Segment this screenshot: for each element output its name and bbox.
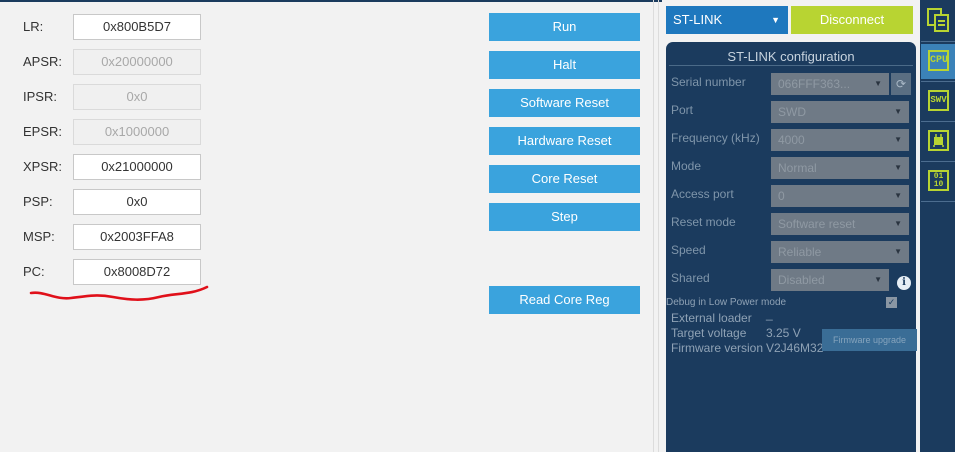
low-power-debug-label: Debug in Low Power mode — [666, 297, 787, 308]
low-power-debug-checkbox[interactable]: ✓ — [886, 297, 897, 308]
chevron-down-icon: ▼ — [894, 107, 902, 116]
target-voltage-value: 3.25 V — [766, 326, 801, 340]
register-label-psp: PSP: — [23, 194, 53, 209]
shared-value: Disabled — [778, 273, 825, 287]
mode-value: Normal — [778, 161, 817, 175]
splitter-line — [658, 0, 659, 452]
config-title-divider — [669, 65, 913, 66]
register-field-ipsr: 0x0 — [73, 84, 201, 110]
chevron-down-icon: ▼ — [874, 79, 882, 88]
register-field-epsr: 0x1000000 — [73, 119, 201, 145]
chevron-down-icon: ▼ — [894, 135, 902, 144]
hardware-reset-button[interactable]: Hardware Reset — [489, 127, 640, 155]
splitter-line — [653, 0, 654, 452]
config-label-shared: Shared — [671, 271, 710, 285]
disconnect-button[interactable]: Disconnect — [791, 6, 913, 34]
firmware-version-label: Firmware version — [671, 341, 764, 355]
speed-value: Reliable — [778, 245, 822, 259]
serial-number-value: 066FFF363... — [778, 77, 851, 91]
chevron-down-icon: ▼ — [771, 15, 780, 25]
binary-icon: 01 10 — [928, 170, 949, 191]
swv-tab-button[interactable]: SWV — [921, 84, 955, 119]
software-reset-button[interactable]: Software Reset — [489, 89, 640, 117]
register-label-lr: LR: — [23, 19, 44, 34]
refresh-icon[interactable]: ⟳ — [891, 73, 911, 95]
firmware-version-value: V2J46M32 — [766, 341, 824, 355]
access-port-select[interactable]: 0 ▼ — [771, 185, 909, 207]
config-label-access-port: Access port — [671, 187, 734, 201]
config-label-mode: Mode — [671, 159, 702, 173]
memory-view-button[interactable] — [921, 3, 955, 38]
config-label-speed: Speed — [671, 243, 706, 257]
shared-select[interactable]: Disabled ▼ — [771, 269, 889, 291]
mode-select[interactable]: Normal ▼ — [771, 157, 909, 179]
chevron-down-icon: ▼ — [894, 163, 902, 172]
external-loader-value: _ — [766, 307, 773, 321]
speed-select[interactable]: Reliable ▼ — [771, 241, 909, 263]
memory-pages-icon — [927, 8, 949, 32]
register-label-epsr: EPSR: — [23, 124, 63, 139]
register-label-apsr: APSR: — [23, 54, 63, 69]
register-label-pc: PC: — [23, 264, 45, 279]
config-label-port: Port — [671, 103, 694, 117]
register-field-apsr: 0x20000000 — [73, 49, 201, 75]
register-field-msp[interactable]: 0x2003FFA8 — [73, 224, 201, 250]
core-reset-button[interactable]: Core Reset — [489, 165, 640, 193]
cpu-icon: CPU — [928, 50, 949, 71]
reset-mode-select[interactable]: Software reset ▼ — [771, 213, 909, 235]
config-label-frequency: Frequency (kHz) — [671, 131, 760, 145]
swv-icon: SWV — [928, 90, 949, 111]
binary-tab-button[interactable]: 01 10 — [921, 164, 955, 199]
sidebar-divider — [921, 161, 955, 162]
register-field-xpsr[interactable]: 0x21000000 — [73, 154, 201, 180]
security-tab-button[interactable] — [921, 124, 955, 159]
port-select[interactable]: SWD ▼ — [771, 101, 909, 123]
sidebar-divider — [921, 81, 955, 82]
config-label-serial-number: Serial number — [671, 75, 746, 89]
step-button[interactable]: Step — [489, 203, 640, 231]
access-port-value: 0 — [778, 189, 785, 203]
halt-button[interactable]: Halt — [489, 51, 640, 79]
chevron-down-icon: ▼ — [894, 247, 902, 256]
register-label-xpsr: XPSR: — [23, 159, 63, 174]
interface-select[interactable]: ST-LINK ▼ — [666, 6, 788, 34]
firmware-upgrade-button[interactable]: Firmware upgrade — [822, 329, 917, 351]
external-loader-label: External loader — [671, 311, 752, 325]
config-label-reset-mode: Reset mode — [671, 215, 736, 229]
read-core-reg-button[interactable]: Read Core Reg — [489, 286, 640, 314]
red-underline-annotation — [29, 285, 209, 301]
sidebar-divider — [921, 201, 955, 202]
frequency-select[interactable]: 4000 ▼ — [771, 129, 909, 151]
chip-icon — [928, 130, 949, 151]
register-field-psp[interactable]: 0x0 — [73, 189, 201, 215]
sidebar-divider — [921, 41, 955, 42]
register-label-ipsr: IPSR: — [23, 89, 57, 104]
interface-select-value: ST-LINK — [673, 12, 723, 27]
chevron-down-icon: ▼ — [894, 191, 902, 200]
cpu-tab-button[interactable]: CPU — [921, 44, 955, 79]
register-label-msp: MSP: — [23, 229, 55, 244]
sidebar-divider — [921, 121, 955, 122]
target-voltage-label: Target voltage — [671, 326, 747, 340]
serial-number-select[interactable]: 066FFF363... ▼ — [771, 73, 889, 95]
chevron-down-icon: ▼ — [874, 275, 882, 284]
chevron-down-icon: ▼ — [894, 219, 902, 228]
window-top-border — [0, 0, 955, 2]
run-button[interactable]: Run — [489, 13, 640, 41]
port-value: SWD — [778, 105, 806, 119]
register-field-pc[interactable]: 0x8008D72 — [73, 259, 201, 285]
binary-icon-top: 01 — [933, 172, 944, 181]
register-field-lr[interactable]: 0x800B5D7 — [73, 14, 201, 40]
reset-mode-value: Software reset — [778, 217, 856, 231]
binary-icon-bottom: 10 — [933, 180, 944, 189]
config-title: ST-LINK configuration — [727, 49, 855, 64]
info-icon[interactable]: i — [897, 276, 911, 290]
frequency-value: 4000 — [778, 133, 805, 147]
